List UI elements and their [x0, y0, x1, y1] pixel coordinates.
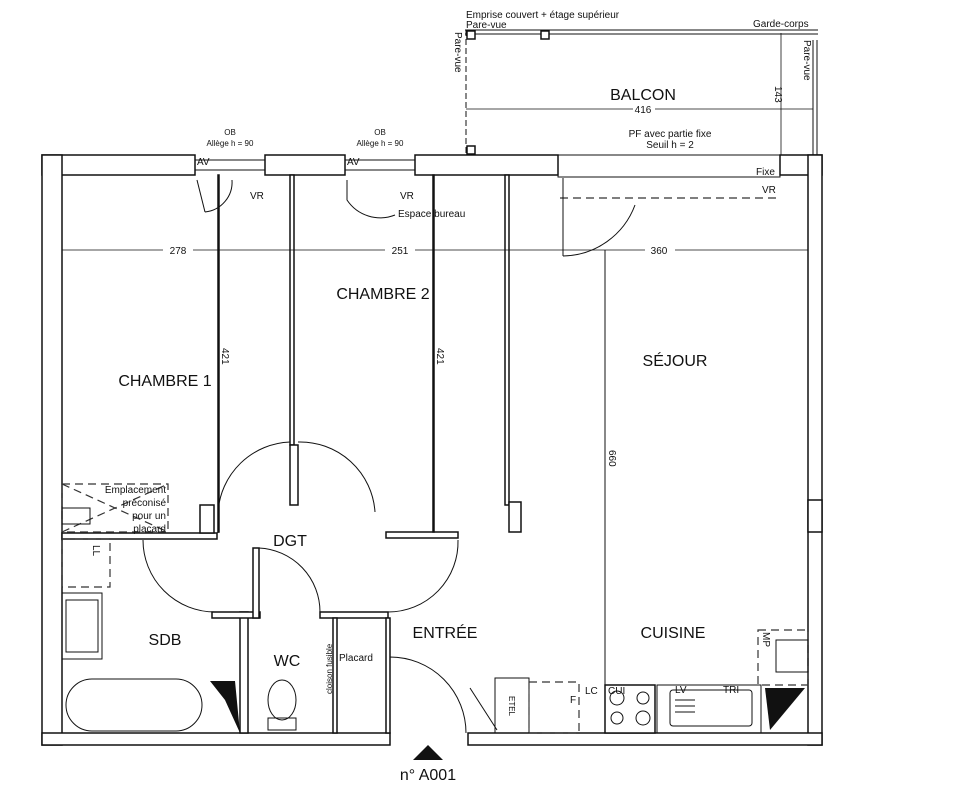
window-labels: OB Allège h = 90 AV VR OB Allège h = 90 … — [197, 128, 776, 202]
dimension-chambre1-width: 278 — [170, 246, 187, 257]
lc-label: LC — [585, 686, 598, 697]
privacy-screen-label: Pare-vue — [466, 20, 507, 31]
window-openings — [195, 154, 781, 257]
window-sill: Allège h = 90 — [207, 139, 254, 148]
room-labels: CHAMBRE 1 CHAMBRE 2 Espace bureau SÉJOUR… — [90, 209, 771, 784]
dimension-lines: 278 251 360 421 421 660 — [62, 244, 808, 533]
window-sill: Allège h = 90 — [357, 139, 404, 148]
dimension-balcony-width: 416 — [635, 105, 652, 116]
room-label-placard: Placard — [339, 653, 373, 664]
room-label-dgt: DGT — [273, 533, 307, 550]
doors — [142, 441, 467, 760]
window-av: AV — [197, 157, 210, 168]
bathtub-icon — [65, 678, 203, 732]
partition-label: cloison fusible — [325, 643, 334, 694]
room-label-wc: WC — [274, 653, 301, 670]
dimension-sejour-length: 660 — [606, 450, 617, 467]
dimension-sejour-width: 360 — [651, 246, 668, 257]
privacy-post — [466, 145, 476, 155]
room-label-chambre1: CHAMBRE 1 — [118, 373, 211, 390]
mp-label: MP — [760, 632, 771, 647]
washer-label: LL — [90, 545, 101, 557]
interior-walls — [61, 174, 656, 734]
window-type: OB — [374, 128, 386, 137]
unit-number: n° A001 — [400, 767, 456, 784]
room-label-entree: ENTRÉE — [413, 623, 478, 642]
lv-label: LV — [675, 685, 687, 696]
cover-label: Emprise couvert + étage supérieur — [466, 10, 620, 21]
water-heater-icon — [775, 639, 809, 673]
threshold-label: Seuil h = 2 — [646, 140, 694, 151]
room-label-cuisine: CUISINE — [641, 625, 706, 642]
room-label-balcon: BALCON — [610, 87, 676, 104]
dimension-chambre1-length: 421 — [219, 348, 230, 365]
dimension-chambre2-width: 251 — [392, 246, 409, 257]
tri-label: TRI — [723, 685, 739, 696]
fixtures — [61, 483, 809, 734]
dimension-chambre2-length: 421 — [434, 348, 445, 365]
window-type: OB — [224, 128, 236, 137]
balcony: Emprise couvert + étage supérieur Pare-v… — [452, 10, 818, 155]
patio-door-fixed: Fixe — [756, 167, 775, 178]
privacy-screen-label-right: Pare-vue — [801, 40, 812, 81]
privacy-screen-label-left: Pare-vue — [452, 32, 463, 73]
patio-door-note: PF avec partie fixe — [629, 129, 712, 140]
room-label-chambre2: CHAMBRE 2 — [336, 286, 429, 303]
kitchen-sink-icon — [669, 689, 753, 727]
entrance-arrow-icon — [413, 745, 443, 760]
closet-note: pour un — [132, 511, 166, 522]
sink-icon — [61, 592, 103, 660]
closet-note: préconisé — [123, 498, 167, 509]
privacy-post — [540, 30, 550, 40]
cui-label: CUI — [608, 686, 625, 697]
room-label-sdb: SDB — [149, 632, 182, 649]
dimension-balcony-depth: 143 — [772, 86, 783, 103]
window-vr: VR — [250, 191, 264, 202]
railing-label: Garde-corps — [753, 19, 809, 30]
closet-note: Emplacement — [105, 485, 166, 496]
privacy-post — [466, 30, 476, 40]
window-av: AV — [347, 157, 360, 168]
closet-note: placard — [133, 524, 166, 535]
patio-door-vr: VR — [762, 185, 776, 196]
toilet-icon — [267, 679, 297, 721]
room-label-sejour: SÉJOUR — [643, 351, 708, 370]
cabinet-label: ETEL — [507, 696, 516, 717]
desk-area-label: Espace bureau — [398, 209, 465, 220]
fridge-label: F — [570, 695, 576, 706]
cabinet-icon — [494, 677, 530, 734]
exterior-walls — [41, 154, 823, 746]
window-vr: VR — [400, 191, 414, 202]
